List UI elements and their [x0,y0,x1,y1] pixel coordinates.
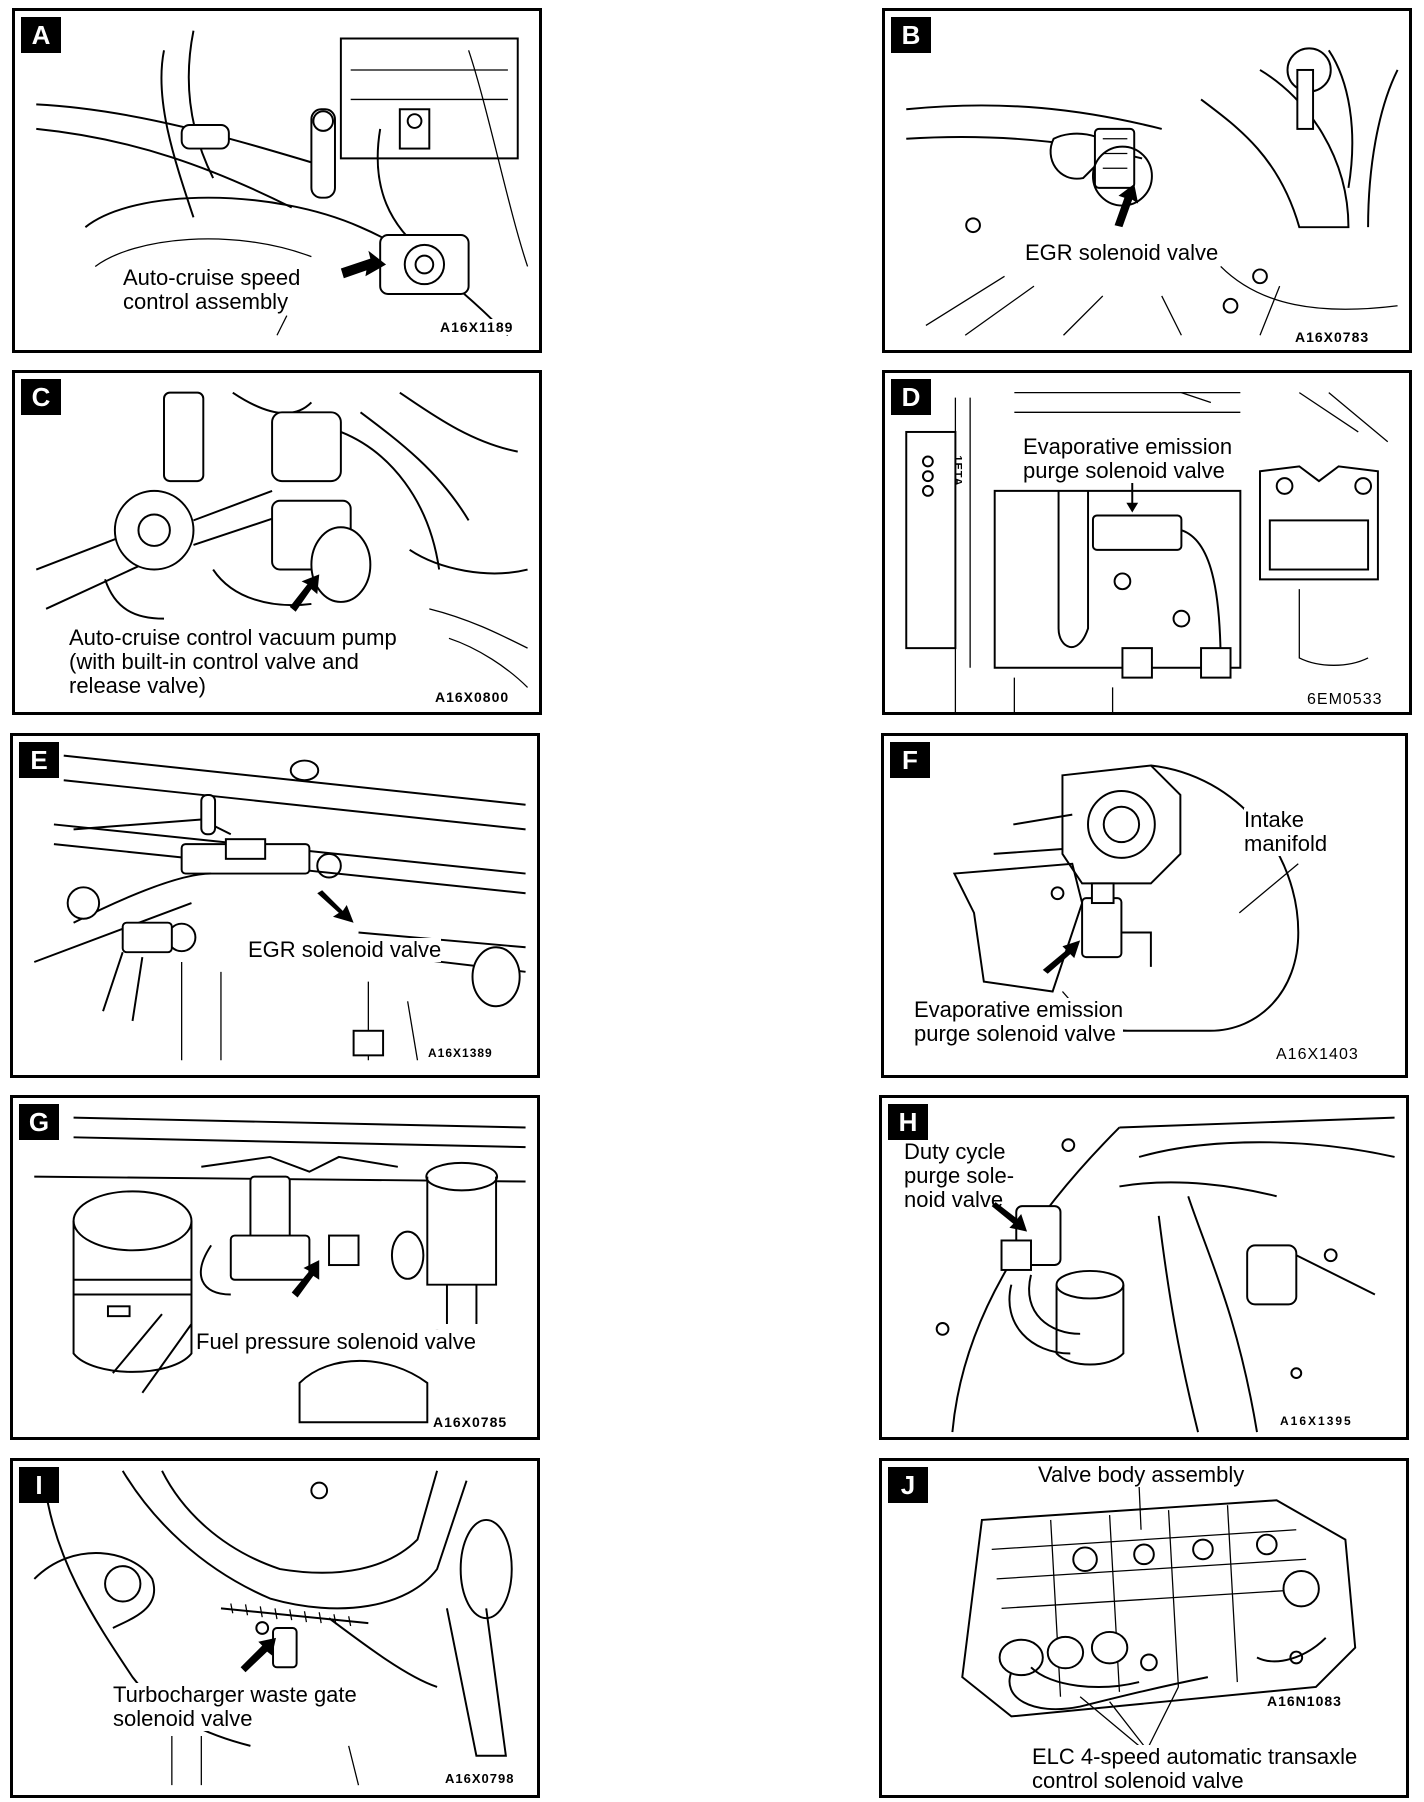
component-label: Evaporative emission purge solenoid valv… [914,997,1124,1046]
engine-illustration [905,392,1389,712]
panel-f: F Intake manifold Evaporative emission p… [881,733,1408,1078]
panel-a: A Auto-cruise speed control assembly A16… [12,8,542,353]
panel-letter: F [890,742,930,778]
figure-code: 6EM0533 [1307,691,1383,709]
engine-illustration [906,47,1399,336]
panel-letter: D [891,379,931,415]
engine-illustration [952,764,1300,1032]
panel-letter: A [21,17,61,53]
component-label: EGR solenoid valve [1025,240,1219,265]
engine-illustration [36,30,529,336]
panel-letter: C [21,379,61,415]
panel-letter: G [19,1104,59,1140]
component-label: EGR solenoid valve [248,937,442,962]
panel-side-label: 1ETA [951,455,964,487]
panel-letter: I [19,1467,59,1503]
component-label: ELC 4-speed automatic transaxle control … [1032,1744,1358,1793]
engine-illustration [33,1470,513,1786]
panel-e: E EGR solenoid valve A16X1389 [10,733,540,1078]
panel-i: I Turbocharger waste gate solenoid valve… [10,1458,540,1798]
component-label: Evaporative emission purge solenoid valv… [1023,434,1233,483]
panel-letter: B [891,17,931,53]
engine-illustration [33,754,526,1061]
component-label: Auto-cruise control vacuum pump (with bu… [69,625,397,698]
component-label: Auto-cruise speed control assembly [123,265,301,314]
panel-b: B EGR solenoid valve A16X0783 [882,8,1412,353]
figure-code: A16N1083 [1267,1693,1342,1709]
figure-code: A16X0785 [433,1414,508,1430]
valve-body-illustration [961,1485,1357,1747]
figure-code: A16X0798 [445,1771,515,1786]
engine-illustration [35,391,529,688]
panel-letter: H [888,1104,928,1140]
panel-letter: J [888,1467,928,1503]
intake-manifold-label: Intake manifold [1244,807,1328,856]
figure-code: A16X1389 [428,1046,493,1060]
panel-h: H Duty cycle purge sole- noid valve A16X… [879,1095,1409,1440]
figure-code: A16X0800 [435,689,510,705]
figure-code: A16X1189 [440,319,514,335]
figure-code: A16X1403 [1276,1046,1359,1064]
engine-illustration [34,1116,526,1424]
panel-letter: E [19,742,59,778]
figure-code: A16X0783 [1295,329,1370,345]
figure-code: A16X1395 [1280,1414,1353,1428]
component-label: Turbocharger waste gate solenoid valve [113,1682,357,1731]
panel-j: J Valve body assembly A16N1083 ELC 4-spe… [879,1458,1409,1798]
component-label: Duty cycle purge sole- noid valve [904,1139,1015,1212]
engine-illustration [935,1116,1395,1433]
component-label: Fuel pressure solenoid valve [196,1329,477,1354]
valve-body-label: Valve body assembly [1038,1462,1245,1487]
panel-g: G Fuel pressure solenoid valve A16X0785 [10,1095,540,1440]
panel-d: D 1ETA Evaporative emission purge soleno… [882,370,1412,715]
panel-c: C Auto-cruise control vacuum pump (with … [12,370,542,715]
